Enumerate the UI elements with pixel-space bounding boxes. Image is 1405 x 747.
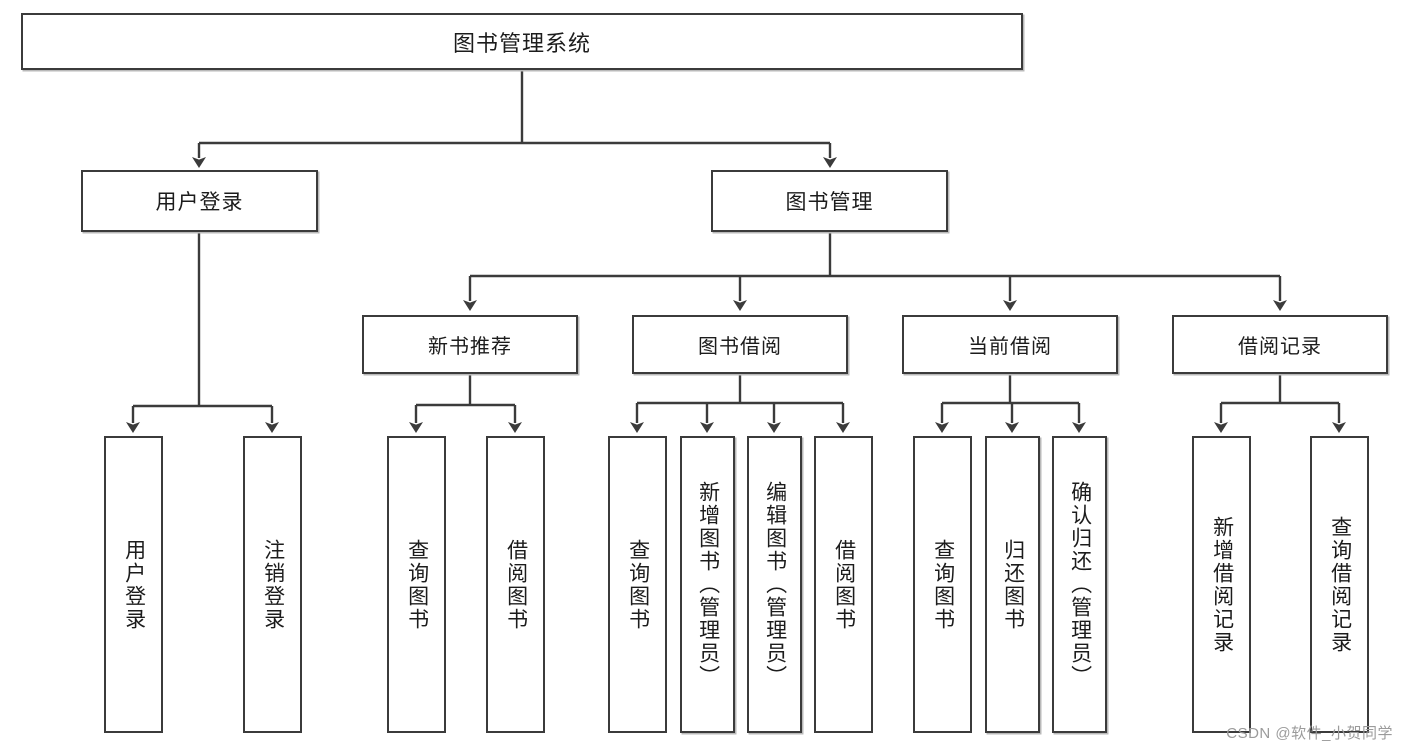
node-label: 借阅记录 xyxy=(1238,336,1322,358)
leaf-label: 查询图书 xyxy=(626,538,650,631)
node-level3-new-book-recommend[interactable]: 新书推荐 xyxy=(362,315,578,374)
leaf-node[interactable]: 编辑图书（管理员） xyxy=(747,436,802,733)
node-label: 图书借阅 xyxy=(698,336,782,358)
node-label: 图书管理 xyxy=(785,191,874,214)
node-root[interactable]: 图书管理系统 xyxy=(21,13,1023,70)
leaf-label: 查询借阅记录 xyxy=(1328,515,1352,654)
node-label: 新书推荐 xyxy=(428,336,512,358)
leaf-label: 确认归还（管理员） xyxy=(1068,481,1092,688)
node-level2-user-login[interactable]: 用户登录 xyxy=(81,170,318,232)
node-root-label: 图书管理系统 xyxy=(452,30,591,56)
node-level3-book-borrow[interactable]: 图书借阅 xyxy=(632,315,848,374)
leaf-label: 注销登录 xyxy=(261,538,285,631)
node-label: 当前借阅 xyxy=(968,336,1052,358)
leaf-node[interactable]: 新增图书（管理员） xyxy=(680,436,735,733)
leaf-node[interactable]: 查询图书 xyxy=(913,436,972,733)
node-label: 用户登录 xyxy=(155,191,244,214)
leaf-label: 查询图书 xyxy=(931,538,955,631)
leaf-node[interactable]: 查询借阅记录 xyxy=(1310,436,1369,733)
node-level3-borrow-records[interactable]: 借阅记录 xyxy=(1172,315,1388,374)
leaf-node[interactable]: 查询图书 xyxy=(387,436,446,733)
leaf-node[interactable]: 注销登录 xyxy=(243,436,302,733)
leaf-label: 借阅图书 xyxy=(504,538,528,631)
leaf-label: 查询图书 xyxy=(405,538,429,631)
leaf-label: 借阅图书 xyxy=(832,538,856,631)
leaf-node[interactable]: 借阅图书 xyxy=(814,436,873,733)
leaf-node[interactable]: 查询图书 xyxy=(608,436,667,733)
leaf-node[interactable]: 新增借阅记录 xyxy=(1192,436,1251,733)
leaf-label: 用户登录 xyxy=(122,538,146,631)
leaf-label: 新增图书（管理员） xyxy=(696,481,720,688)
leaf-node[interactable]: 用户登录 xyxy=(104,436,163,733)
leaf-label: 新增借阅记录 xyxy=(1210,515,1234,654)
node-level3-current-borrow[interactable]: 当前借阅 xyxy=(902,315,1118,374)
leaf-label: 归还图书 xyxy=(1001,538,1025,631)
node-level2-book-management[interactable]: 图书管理 xyxy=(711,170,948,232)
leaf-label: 编辑图书（管理员） xyxy=(763,481,787,688)
leaf-node[interactable]: 归还图书 xyxy=(985,436,1040,733)
leaf-node[interactable]: 确认归还（管理员） xyxy=(1052,436,1107,733)
leaf-node[interactable]: 借阅图书 xyxy=(486,436,545,733)
